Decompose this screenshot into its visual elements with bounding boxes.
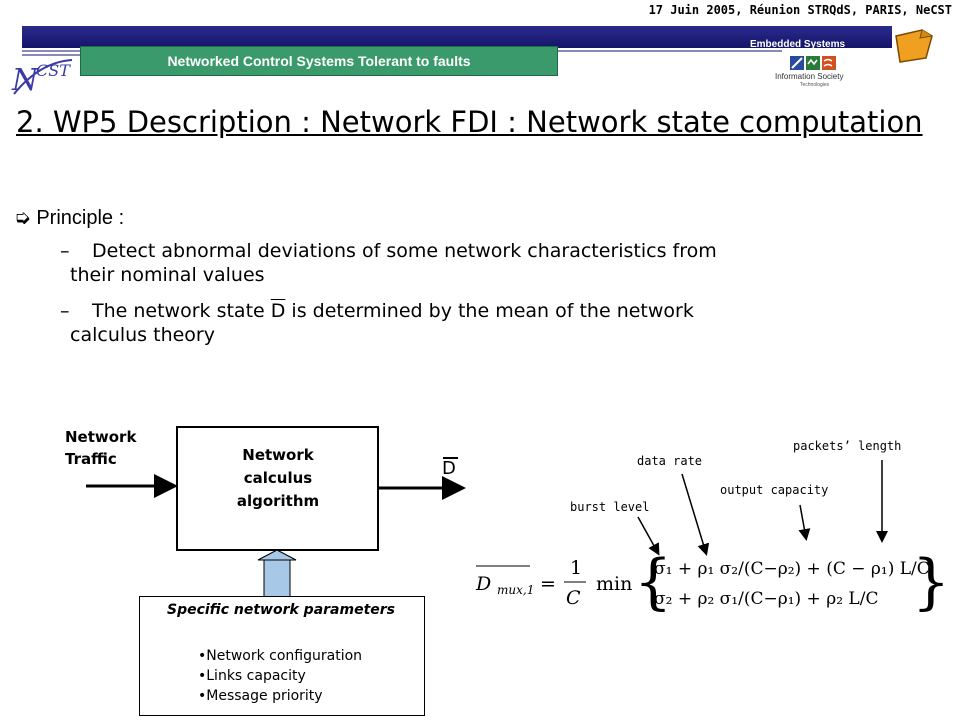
ist-caption: Information Society — [775, 72, 844, 81]
param-item: •Network configuration — [198, 648, 363, 664]
param-connector — [263, 556, 291, 598]
formula-row1: σ₁ + ρ₁ σ₂/(C−ρ₂) + (C − ρ₁) L/C, — [654, 559, 935, 579]
bullet-1-line1: Detect abnormal deviations of some netwo… — [92, 240, 717, 262]
algorithm-box — [176, 426, 379, 551]
header-bar — [22, 26, 892, 48]
param-connector-head — [257, 549, 297, 561]
principle-label: Principle : — [36, 207, 125, 229]
ist-logo — [790, 56, 836, 70]
formula-eq: = — [540, 573, 556, 595]
left-brace: { — [634, 547, 672, 617]
burst-arrow — [637, 516, 660, 556]
bullet-2-text-a: The network state — [92, 300, 271, 322]
bullet-2-line1: The network state D is determined by the… — [92, 300, 694, 322]
parameters-title: Specific network parameters — [166, 602, 395, 618]
embedded-systems-label: Embedded Systems — [750, 39, 846, 50]
algorithm-label-1: Network — [242, 446, 314, 464]
bullet-2-line2: calculus theory — [70, 324, 215, 346]
output-capacity-annotation: output capacity — [720, 483, 829, 497]
necst-logo: N CST — [11, 59, 73, 96]
burst-level-annotation: burst level — [570, 500, 650, 514]
slide-title: 2. WP5 Description : Network FDI : Netwo… — [16, 105, 923, 139]
project-subtitle: Networked Control Systems Tolerant to fa… — [80, 46, 558, 76]
bullet-2-text-b: is determined by the mean of the network — [285, 300, 694, 322]
header-rule-short — [22, 54, 82, 56]
network-traffic-label: Network Traffic — [65, 428, 137, 468]
right-brace: } — [912, 547, 950, 617]
date-line: 17 Juin 2005, Réunion STRQdS, PARIS, NeC… — [648, 3, 952, 17]
formula-den: C — [566, 587, 581, 609]
bullet-dash: – — [60, 300, 70, 322]
formula-num: 1 — [570, 557, 582, 579]
output-state-label: D — [442, 458, 456, 479]
packets-length-annotation: packets’ length — [793, 439, 902, 453]
data-rate-annotation: data rate — [637, 454, 703, 468]
svg-text:CST: CST — [36, 61, 71, 80]
bullet-1-line2: their nominal values — [70, 264, 265, 286]
formula-lhs: D — [475, 573, 491, 595]
rate-arrow — [681, 473, 710, 556]
arrow-bullet-icon: ➭ — [14, 207, 37, 229]
parameters-box — [139, 596, 425, 716]
formula-row2: σ₂ + ρ₂ σ₁/(C−ρ₁) + ρ₂ L/C — [654, 589, 878, 609]
algorithm-label: Network calculus algorithm — [178, 444, 378, 513]
formula-min: min — [596, 573, 632, 595]
principle-heading: ➭ Principle : — [14, 205, 124, 230]
algorithm-label-3: algorithm — [236, 492, 320, 510]
flag-icon — [895, 29, 933, 63]
algorithm-label-2: calculus — [243, 469, 313, 487]
param-item: •Message priority — [198, 688, 323, 704]
network-state-symbol: D — [270, 300, 286, 322]
bullet-dash: – — [60, 240, 70, 262]
formula-lhs-sub: mux,1 — [497, 583, 534, 597]
capacity-arrow — [798, 504, 811, 541]
param-item: •Links capacity — [198, 668, 306, 684]
ist-subcaption: Technologies — [800, 82, 830, 88]
